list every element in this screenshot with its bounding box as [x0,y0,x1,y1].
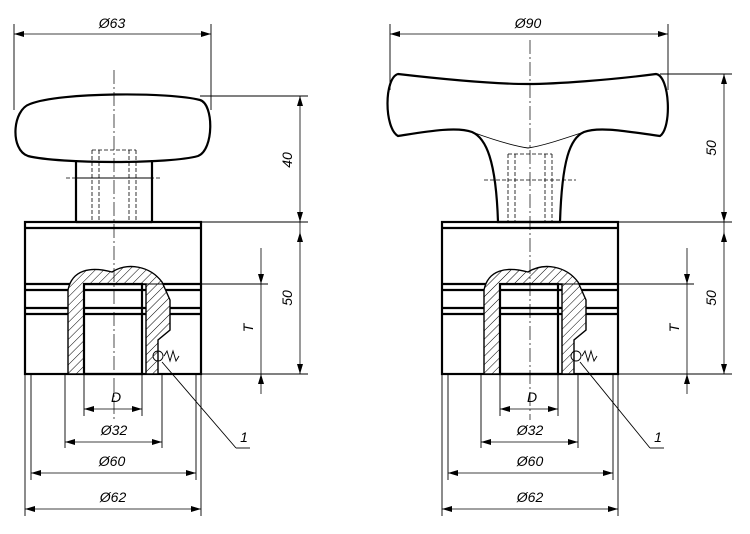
left-section-hatch [67,265,171,375]
left-item-label: 1 [240,429,248,445]
right-body-height-label: 50 [703,290,719,306]
left-view: Ø63 40 50 T D Ø32 [13,15,308,516]
right-ball [570,350,582,362]
right-thread-depth-label: T [666,322,682,332]
right-d3-label: Ø62 [516,489,544,505]
right-handle [386,72,669,224]
left-stud-hidden [91,149,137,222]
left-d3-label: Ø62 [99,489,127,505]
left-body [23,220,203,376]
left-body-height-label: 50 [279,290,295,306]
right-section-hatch [483,265,587,375]
right-item-label: 1 [654,429,662,445]
right-d2-label: Ø60 [516,453,544,469]
left-knob-diameter-label: Ø63 [98,15,126,31]
left-knob [14,93,212,164]
left-d2-label: Ø60 [98,453,126,469]
right-stud-hidden [507,153,553,222]
left-thread-depth-label: T [240,322,256,332]
left-ball [152,350,164,362]
right-view: Ø90 50 50 T D Ø32 [386,15,732,516]
left-d1-label: Ø32 [100,422,128,438]
right-d1-label: Ø32 [516,422,544,438]
right-bore-label: D [527,389,537,405]
left-bore-label: D [111,389,121,405]
right-knob-height-label: 50 [703,140,719,156]
right-knob-diameter-label: Ø90 [514,15,542,31]
left-knob-height-label: 40 [279,152,295,168]
